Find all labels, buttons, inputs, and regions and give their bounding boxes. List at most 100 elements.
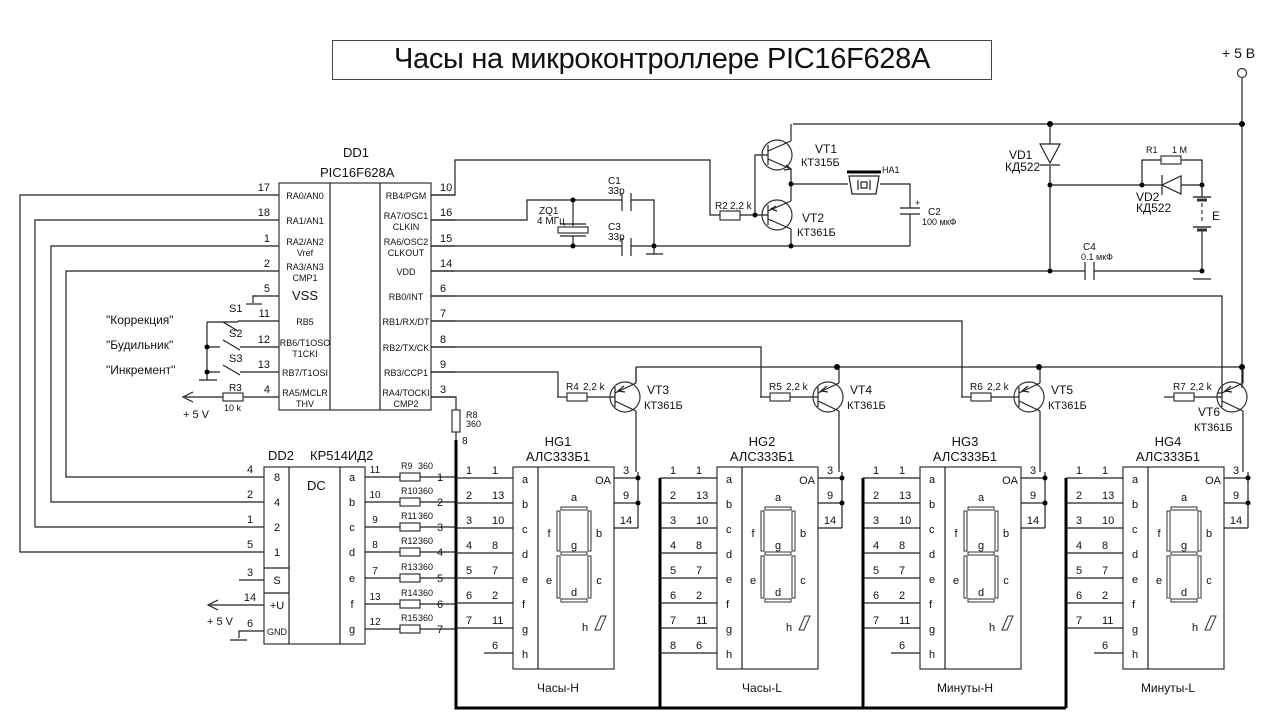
pin-name: RB6/T1OSO	[280, 338, 331, 348]
anode-pin: 9	[827, 490, 833, 502]
pin-name: +U	[270, 600, 284, 612]
bus-number: 7	[466, 615, 472, 627]
segment-pin-name: e	[929, 574, 935, 586]
svg-text:4 МГц: 4 МГц	[537, 216, 565, 227]
pin-number: 14	[440, 258, 452, 270]
anode-pin: 9	[1233, 490, 1239, 502]
anode-pin: 9	[1030, 490, 1036, 502]
bus-number: 2	[1076, 490, 1082, 502]
pin-name: RB1/RX/DT	[382, 317, 430, 327]
bus-number: 1	[437, 472, 443, 484]
svg-text:VD1: VD1	[1009, 148, 1033, 162]
svg-text:2,2 k: 2,2 k	[730, 201, 753, 212]
power-label: + 5 В	[1222, 45, 1255, 61]
bus-number: 7	[437, 624, 443, 636]
junction	[839, 475, 845, 481]
resistor-r14	[399, 599, 421, 609]
segment-pin-name: d	[929, 549, 935, 561]
segment-pin-name: a	[522, 474, 529, 486]
pin-number: 8	[440, 334, 446, 346]
pin-name: g	[349, 624, 355, 636]
pin-number: 1	[1102, 465, 1108, 477]
wire	[1020, 385, 1030, 393]
pin-name: d	[349, 547, 355, 559]
bus-number: 7	[1076, 615, 1082, 627]
segment-e	[963, 555, 968, 599]
vt2-icon	[761, 199, 793, 231]
buzzer-driver: VT1 КТ315Б VT2 КТ361Б R2 2,2 k HA1 + C2 …	[715, 124, 957, 249]
pin-number: 11	[1102, 615, 1113, 627]
display-ref: HG4	[1155, 434, 1182, 449]
pin-number: 12	[258, 334, 270, 346]
segment-label: h	[582, 622, 588, 634]
pin-number: 13	[1102, 490, 1114, 502]
digit-select-wires	[431, 295, 1245, 397]
pin-name: f	[350, 599, 354, 611]
segment-pin-name: d	[522, 549, 528, 561]
segment-pin-name: a	[1132, 474, 1139, 486]
bus-number: 4	[466, 540, 472, 552]
anode-pin: 14	[824, 515, 836, 527]
segment-pin-name: c	[522, 524, 528, 536]
svg-text:1 M: 1 M	[1172, 145, 1187, 155]
segment-pin-name: f	[929, 599, 933, 611]
resistor-value: 360	[418, 486, 433, 496]
bus-number: 1	[873, 465, 879, 477]
arrow-left-icon	[181, 391, 194, 403]
segment-pin-name: c	[726, 524, 732, 536]
bus-number: 2	[670, 490, 676, 502]
resistor-value: 360	[418, 613, 433, 623]
segment-pin-name: c	[1132, 524, 1138, 536]
resistor-ref: R7	[1173, 382, 1186, 393]
s3-ref: S3	[229, 353, 242, 365]
bus-number: 2	[466, 490, 472, 502]
resistor-r10	[399, 497, 421, 507]
bus-number: 6	[670, 590, 676, 602]
segment-pin-name: g	[726, 624, 732, 636]
svg-text:VT1: VT1	[815, 142, 837, 156]
pin-number: 8	[696, 540, 702, 552]
anode-pin: 3	[623, 465, 629, 477]
resistor-value: 360	[418, 562, 433, 572]
resistor-ref: R4	[566, 382, 579, 393]
pin-name: RA2/AN2	[286, 237, 324, 247]
segment-a	[1170, 506, 1198, 511]
bus-number: 4	[437, 547, 443, 559]
resistor-r15	[399, 624, 421, 634]
pin-name: RA3/AN3	[286, 262, 324, 272]
pin-name: CMP1	[292, 273, 317, 283]
resistor-ref: R6	[970, 382, 983, 393]
segment-pin-name: b	[726, 499, 732, 511]
display-ref: HG1	[545, 434, 572, 449]
pin-number: 7	[1102, 565, 1108, 577]
resistor-ref: R14	[401, 588, 418, 598]
bus-number: 7	[873, 615, 879, 627]
segment-b	[791, 510, 796, 552]
pin-name: 2	[274, 522, 280, 534]
pin-number: 2	[247, 489, 253, 501]
pin-number: 15	[440, 233, 452, 245]
pin-number: 10	[369, 490, 381, 501]
resistor-value: 2,2 k	[1190, 382, 1213, 393]
segment-label: h	[989, 622, 995, 634]
segment-label: c	[596, 575, 602, 587]
wire	[1018, 382, 1041, 412]
title-frame: Часы на микроконтроллере PIC16F628A	[332, 40, 992, 80]
anode-pin: 14	[1027, 515, 1039, 527]
pin-number: 7	[440, 308, 446, 320]
pin-name: c	[349, 522, 355, 534]
segment-label: e	[750, 575, 756, 587]
pin-number: 10	[899, 515, 911, 527]
pin-number: 1	[899, 465, 905, 477]
resistor-r7	[1173, 392, 1195, 402]
anode-pin: 3	[1233, 465, 1239, 477]
pin-name: RA4/TOCKI	[382, 388, 429, 398]
segment-pin-name: f	[726, 599, 730, 611]
resistor-value: 360	[418, 536, 433, 546]
rb4-wire	[431, 159, 720, 216]
resistor-ref: R12	[401, 536, 418, 546]
bus-number: 4	[1076, 540, 1082, 552]
segment-c	[587, 555, 592, 599]
